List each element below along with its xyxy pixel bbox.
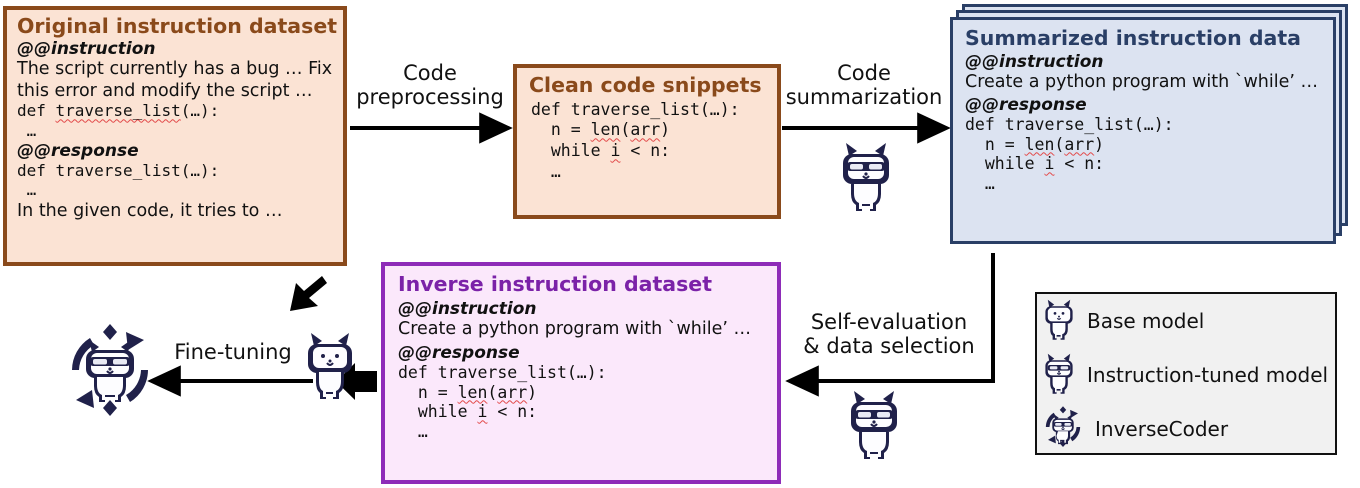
summarized-code-line-4: …: [965, 174, 995, 194]
legend-label-inversecoder: InverseCoder: [1095, 417, 1229, 441]
inverse-response-tag: @@response: [398, 342, 520, 363]
summarized-instruction-tag: @@instruction: [965, 51, 1104, 72]
label-self-evaluation-line2: & data selection: [803, 333, 975, 358]
llama-sunglasses-icon-summarization: [838, 140, 894, 214]
original-title: Original instruction dataset: [17, 14, 338, 38]
label-code-preprocessing: Code preprocessing: [349, 61, 511, 109]
label-fine-tuning-text: Fine-tuning: [174, 340, 292, 364]
summarized-response-tag: @@response: [965, 94, 1087, 115]
card-summarized-instruction-data: Summarized instruction data @@instructio…: [950, 4, 1350, 250]
card-clean-code-snippets: Clean code snippets def traverse_list(…)…: [513, 64, 781, 219]
legend-panel: Base model: [1035, 292, 1337, 455]
llama-inversecoder-icon: [1043, 405, 1083, 453]
card-original-instruction-dataset: Original instruction dataset @@instructi…: [3, 6, 347, 266]
llama-base-icon-pipeline: [304, 330, 356, 402]
original-instruction-line1: The script currently has a bug … Fix: [17, 59, 333, 80]
arrow-feedback-diagonal: [290, 276, 327, 311]
llama-inversecoder-icon-pipeline: [64, 322, 156, 418]
legend-label-base-model: Base model: [1087, 309, 1205, 333]
original-response-ellipsis: …: [17, 180, 37, 200]
label-self-evaluation-line1: Self-evaluation: [810, 310, 968, 334]
label-code-summarization-line1: Code: [837, 61, 891, 85]
legend-item-base-model: Base model: [1037, 294, 1335, 348]
label-self-evaluation: Self-evaluation & data selection: [788, 310, 990, 358]
inverse-title: Inverse instruction dataset: [398, 272, 713, 296]
clean-title: Clean code snippets: [529, 73, 762, 97]
label-code-summarization: Code summarization: [780, 61, 948, 109]
summarized-stack-front: Summarized instruction data @@instructio…: [950, 17, 1336, 244]
llama-base-icon: [1043, 297, 1075, 345]
clean-code-line-3: while i < n:: [531, 141, 671, 161]
summarized-code-line-1: def traverse_list(…):: [965, 114, 1174, 134]
inverse-code-line-3: while i < n:: [398, 402, 538, 422]
legend-label-instruction-tuned-model: Instruction-tuned model: [1087, 363, 1329, 387]
original-instruction-tag: @@instruction: [17, 38, 156, 59]
original-response-code: def traverse_list(…):: [17, 160, 220, 180]
card-inverse-instruction-dataset: Inverse instruction dataset @@instructio…: [381, 262, 781, 484]
original-response-tag: @@response: [17, 141, 139, 162]
llama-sunglasses-icon: [1043, 351, 1075, 399]
inverse-instruction-tag: @@instruction: [398, 298, 537, 319]
summarized-code-line-3: while i < n:: [965, 154, 1105, 174]
clean-code-line-2: n = len(arr): [531, 120, 671, 140]
summarized-title: Summarized instruction data: [965, 26, 1301, 50]
summarized-code-line-2: n = len(arr): [965, 134, 1105, 154]
clean-code-line-4: …: [531, 162, 561, 182]
original-instruction-code: def traverse_list(…):: [17, 101, 220, 121]
legend-item-instruction-tuned-model: Instruction-tuned model: [1037, 348, 1335, 402]
label-fine-tuning: Fine-tuning: [152, 340, 314, 365]
original-instruction-ellipsis: …: [17, 120, 37, 140]
original-response-text: In the given code, it tries to …: [17, 200, 283, 221]
label-code-summarization-line2: summarization: [785, 84, 943, 109]
llama-sunglasses-icon-self-evaluation: [846, 388, 902, 462]
inverse-code-line-2: n = len(arr): [398, 382, 538, 402]
clean-code-line-1: def traverse_list(…):: [531, 99, 740, 119]
inverse-code-line-1: def traverse_list(…):: [398, 362, 607, 382]
summarized-instruction-text: Create a python program with `while’ …: [965, 72, 1318, 93]
legend-item-inversecoder: InverseCoder: [1037, 402, 1335, 456]
inverse-code-line-4: …: [398, 422, 428, 442]
label-code-preprocessing-line2: preprocessing: [356, 84, 504, 109]
inverse-instruction-text: Create a python program with `while’ …: [398, 319, 751, 340]
label-code-preprocessing-line1: Code: [403, 61, 457, 85]
original-instruction-line2: this error and modify the script …: [17, 80, 313, 101]
